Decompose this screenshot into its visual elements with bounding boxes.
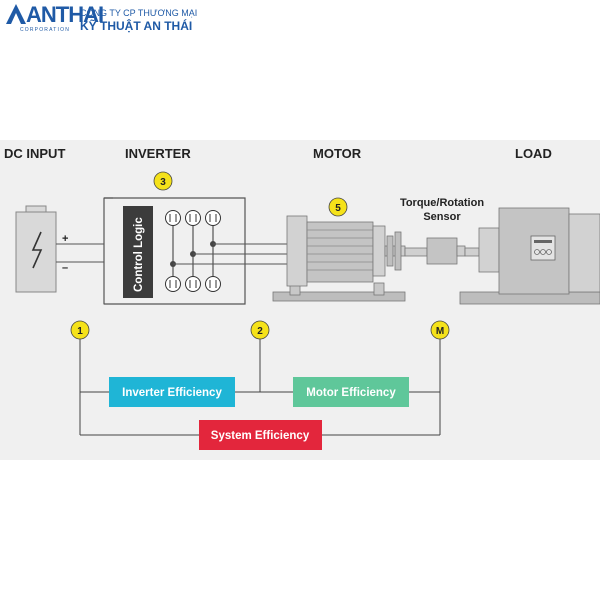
minus-terminal: – — [62, 262, 68, 274]
inverter-efficiency-label: Inverter Efficiency — [122, 387, 222, 399]
motor-icon — [272, 215, 406, 302]
system-efficiency-box: System Efficiency — [199, 420, 322, 450]
header-dc-input: DC INPUT — [4, 146, 65, 161]
sensor-label-line1: Torque/Rotation — [400, 197, 484, 209]
battery-icon — [15, 205, 57, 293]
svg-text:M: M — [436, 326, 444, 337]
system-efficiency-label: System Efficiency — [211, 430, 310, 442]
company-line-1: CÔNG TY CP THƯƠNG MẠI — [80, 8, 198, 18]
motor-efficiency-label: Motor Efficiency — [306, 387, 396, 399]
svg-text:3: 3 — [160, 177, 166, 188]
header-inverter: INVERTER — [125, 146, 191, 161]
sensor-label-line2: Sensor — [423, 211, 461, 223]
inverter-enclosure — [103, 197, 246, 305]
control-logic-label: Control Logic — [133, 217, 145, 292]
control-logic-block: Control Logic — [123, 206, 153, 298]
transistor-bridge — [165, 210, 221, 292]
marker-1: 1 — [70, 320, 90, 340]
svg-text:1: 1 — [77, 326, 83, 337]
plus-terminal: + — [62, 233, 68, 245]
phase-wires — [173, 243, 289, 265]
svg-text:2: 2 — [257, 326, 263, 337]
marker-2: 2 — [250, 320, 270, 340]
logo-triangle-icon — [6, 4, 26, 24]
company-line-2: KỸ THUẬT AN THÁI — [80, 19, 193, 33]
svg-text:5: 5 — [335, 203, 341, 214]
marker-m: M — [430, 320, 450, 340]
header-motor: MOTOR — [313, 146, 362, 161]
marker-5: 5 — [328, 197, 348, 217]
header-load: LOAD — [515, 146, 552, 161]
load-machine-icon — [459, 207, 600, 305]
logo-subtitle: CORPORATION — [19, 27, 71, 33]
torque-sensor-assembly — [384, 227, 500, 273]
inverter-efficiency-box: Inverter Efficiency — [109, 377, 235, 407]
logo-wordmark: ANTHAI — [26, 2, 104, 27]
motor-efficiency-box: Motor Efficiency — [293, 377, 409, 407]
marker-3: 3 — [153, 171, 173, 191]
measurement-lines — [79, 338, 441, 436]
